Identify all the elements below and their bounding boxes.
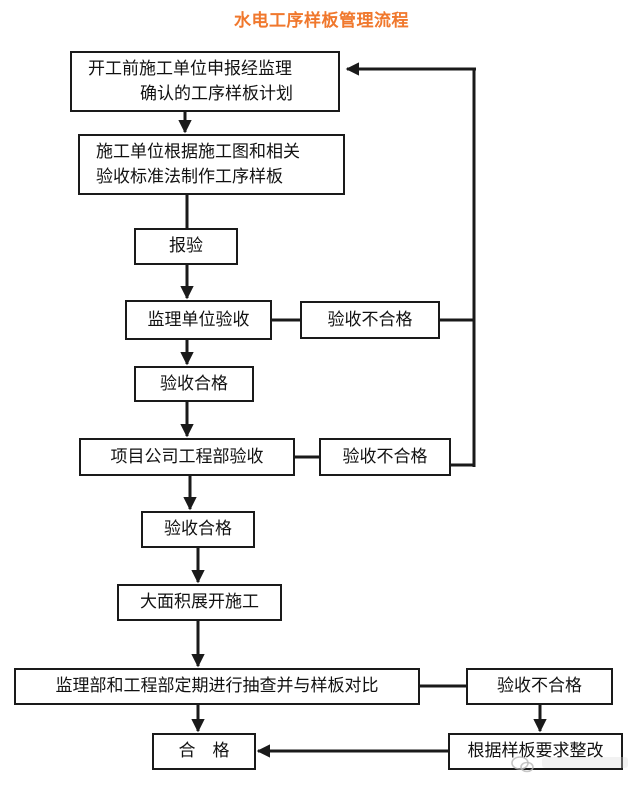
watermark-logo-icon [511, 756, 628, 773]
rectify-label: 根据样板要求整改 [467, 741, 604, 761]
project-pass-label: 验收合格 [164, 519, 232, 539]
construction-label: 大面积展开施工 [140, 592, 259, 612]
check-fail-box: 验收不合格 [466, 668, 613, 705]
supervisor-pass-label: 验收合格 [160, 373, 228, 394]
make-line-2: 验收标准法制作工序样板 [96, 166, 283, 187]
project-pass-box: 验收合格 [141, 511, 255, 548]
spot-check-box: 监理部和工程部定期进行抽查并与样板对比 [14, 668, 420, 705]
supervisor-accept-label: 监理单位验收 [147, 309, 250, 330]
report-box: 报验 [134, 228, 238, 265]
plan-line-2: 确认的工序样板计划 [140, 83, 293, 104]
spot-check-label: 监理部和工程部定期进行抽查并与样板对比 [55, 676, 379, 696]
make-sample-box: 施工单位根据施工图和相关 验收标准法制作工序样板 [78, 134, 345, 195]
report-label: 报验 [169, 236, 203, 256]
supervisor-accept-box: 监理单位验收 [125, 300, 272, 340]
project-fail-box: 验收不合格 [319, 438, 451, 476]
project-accept-box: 项目公司工程部验收 [79, 438, 295, 476]
supervisor-pass-box: 验收合格 [134, 366, 254, 402]
qualified-label: 合 格 [178, 741, 230, 761]
plan-box: 开工前施工单位申报经监理 确认的工序样板计划 [70, 51, 340, 112]
supervisor-fail-box: 验收不合格 [300, 301, 440, 339]
project-accept-label: 项目公司工程部验收 [110, 446, 264, 467]
page-title: 水电工序样板管理流程 [234, 11, 409, 31]
plan-line-1: 开工前施工单位申报经监理 [88, 58, 292, 79]
supervisor-fail-label: 验收不合格 [327, 309, 413, 330]
make-line-1: 施工单位根据施工图和相关 [96, 141, 300, 162]
project-fail-label: 验收不合格 [342, 446, 428, 467]
rectify-box: 根据样板要求整改 [448, 733, 623, 770]
construction-box: 大面积展开施工 [117, 584, 282, 621]
qualified-box: 合 格 [152, 733, 256, 770]
check-fail-label: 验收不合格 [497, 676, 582, 696]
